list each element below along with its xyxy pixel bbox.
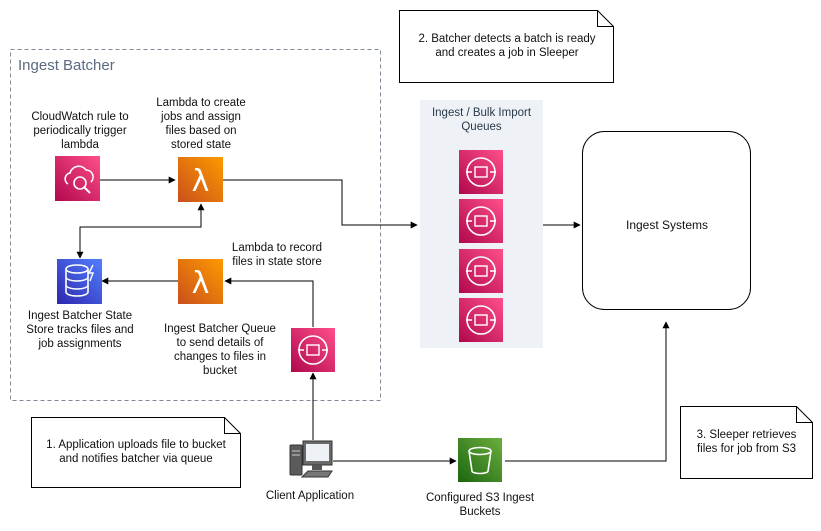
ingest-batcher-title: Ingest Batcher [18,57,115,74]
dynamodb-icon [57,259,102,304]
ingest-systems-label: Ingest Systems [625,218,709,232]
ingest-queue-icon-1 [459,150,503,194]
note-2 [399,10,614,83]
ingest-batcher-queue-icon [291,328,335,372]
batcher-queue-label: Ingest Batcher Queue to send details of … [164,323,276,377]
svg-text:λ: λ [192,266,210,301]
queues-title: Ingest / Bulk Import Queues [431,107,532,133]
ingest-batcher-group [10,49,381,401]
lambda-record-label: Lambda to record files in state store [231,242,323,268]
client-computer-icon [289,440,333,478]
ingest-queue-icon-3 [459,249,503,293]
ingest-queue-icon-4 [459,298,503,342]
arrow-queue-to-lambda-record [224,277,314,327]
ingest-queue-icon-2 [459,199,503,243]
lambda-create-label: Lambda to create jobs and assign files b… [156,97,246,151]
s3-buckets-label: Configured S3 Ingest Buckets [425,492,535,518]
lambda-record-icon: λ [178,259,223,304]
client-application-label: Client Application [265,490,355,502]
state-store-label: Ingest Batcher State Store tracks files … [26,310,134,350]
svg-text:λ: λ [192,164,210,199]
note-3 [680,406,813,479]
note-1-text: 1. Application uploads file to bucket an… [46,439,226,465]
note-2-text: 2. Batcher detects a batch is ready and … [418,33,596,59]
note-1 [31,417,241,488]
ingest-systems-box [582,131,751,310]
cloudwatch-icon [55,156,100,201]
arrow-lambda-to-queues [222,179,418,229]
cloudwatch-label: CloudWatch rule to periodically trigger … [31,111,129,151]
note-3-text: 3. Sleeper retrieves files for job from … [696,429,797,455]
arrow-s3-to-ingest-systems [505,321,670,462]
lambda-create-icon: λ [178,157,223,202]
s3-bucket-icon [458,438,502,482]
arrow-state-store-lambda-link [76,203,205,259]
